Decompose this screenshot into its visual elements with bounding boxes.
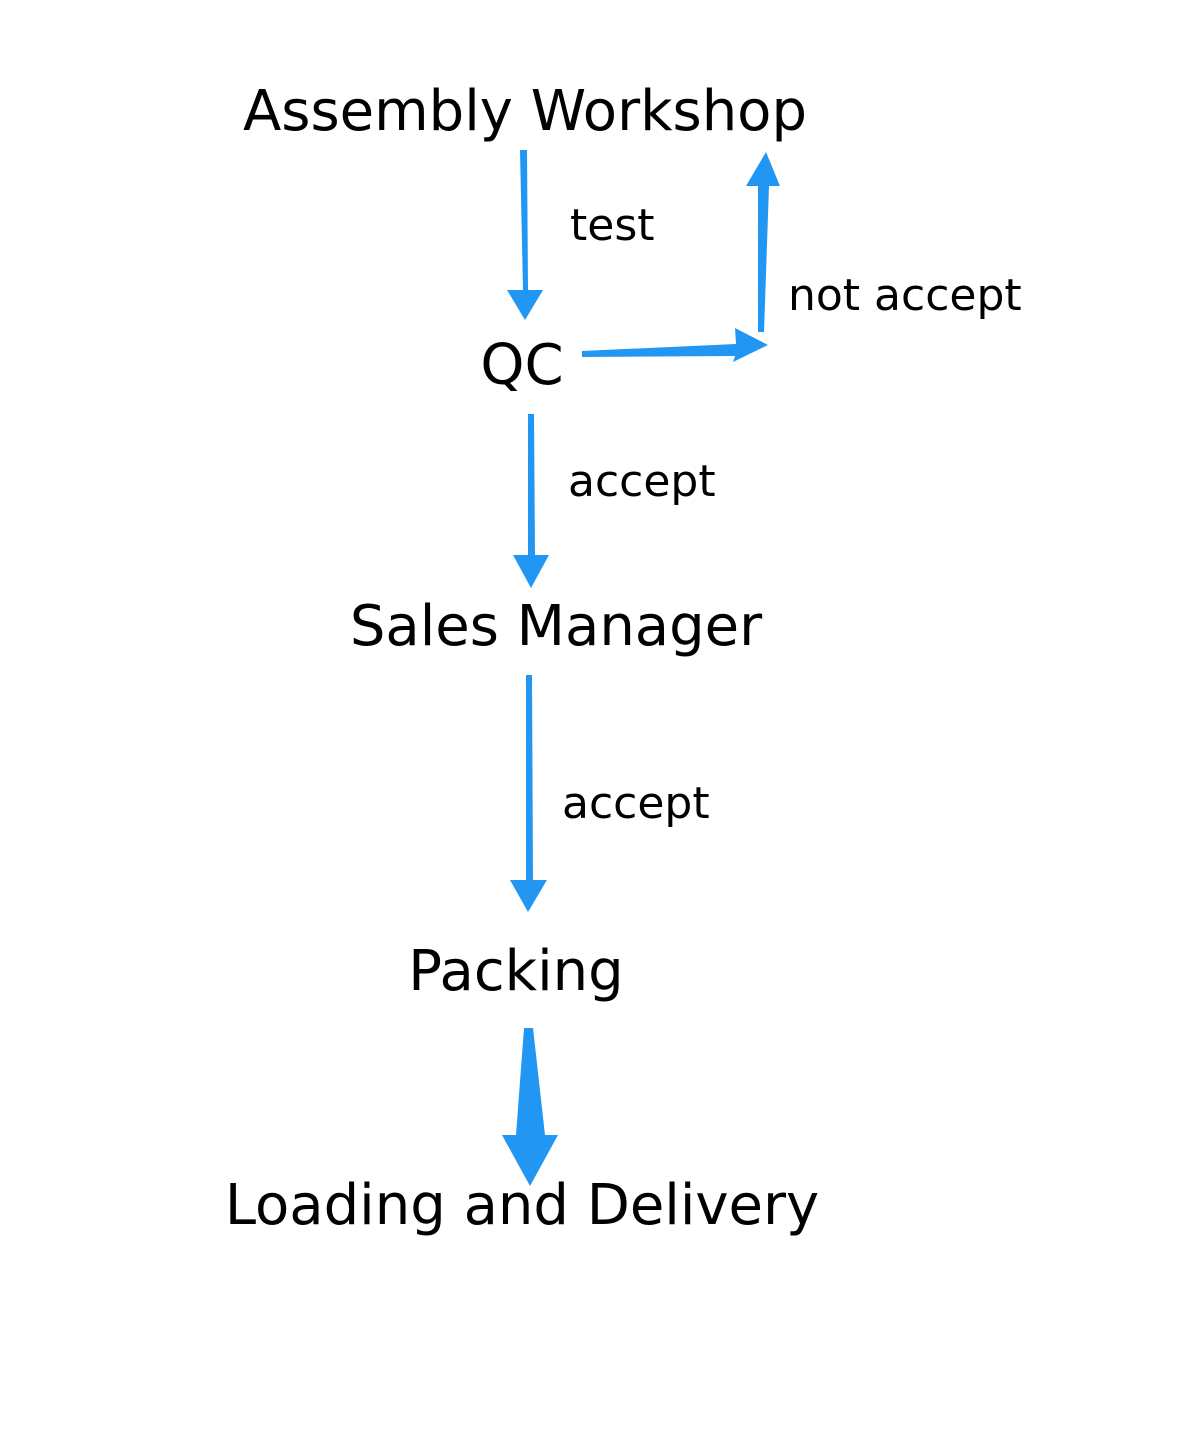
edge-label-accept-sales-packing: accept [562,778,710,829]
arrow-packing-to-delivery [502,1028,558,1186]
node-sales-manager: Sales Manager [350,594,763,659]
node-qc: QC [480,333,563,398]
arrow-assembly-to-qc [507,150,543,320]
edge-label-accept-qc-sales: accept [568,456,716,507]
arrow-right-up-to-assembly [746,152,780,332]
node-loading-and-delivery: Loading and Delivery [225,1173,819,1238]
node-packing: Packing [408,939,623,1004]
arrow-qc-to-sales [513,414,549,588]
node-assembly-workshop: Assembly Workshop [243,79,807,144]
arrow-sales-to-packing [510,675,547,912]
edge-label-not-accept: not accept [788,270,1022,321]
arrow-qc-to-right [582,328,768,362]
edge-label-test: test [570,200,655,251]
